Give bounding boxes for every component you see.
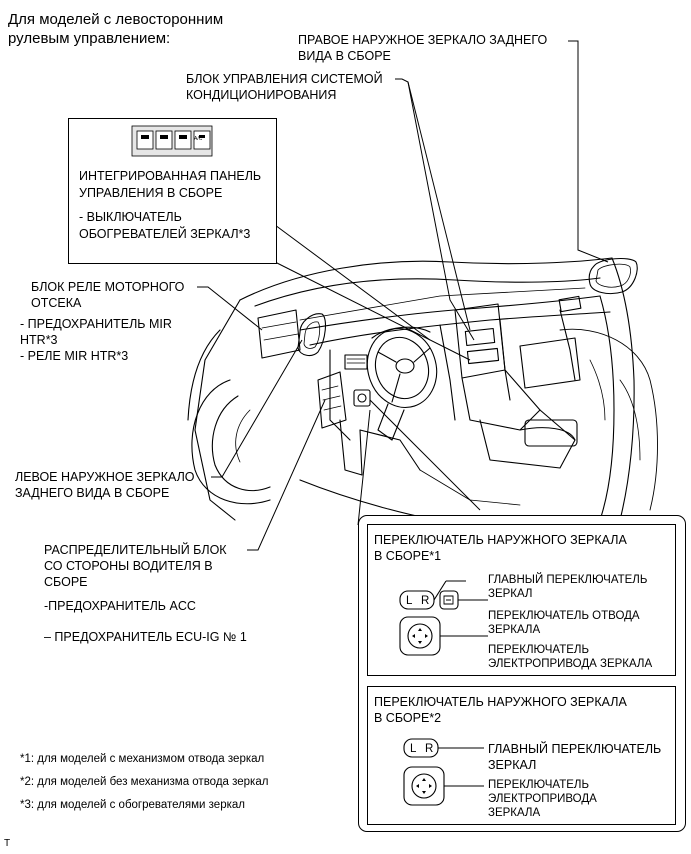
junction-label-line2: СО СТОРОНЫ ВОДИТЕЛЯ В	[44, 559, 213, 573]
junction-label-line3: СБОРЕ	[44, 575, 88, 589]
relay-relay-line: - РЕЛЕ MIR HTR*3	[20, 349, 129, 363]
left-mirror-label-line1: ЛЕВОЕ НАРУЖНОЕ ЗЕРКАЛО	[15, 470, 195, 484]
corner-mark: T	[4, 838, 11, 849]
relay-block-label-line2: ОТСЕКА	[31, 296, 82, 310]
section2-title-line1: ПЕРЕКЛЮЧАТЕЛЬ НАРУЖНОГО ЗЕРКАЛА	[374, 695, 627, 709]
section1-retract-line2: ЗЕРКАЛА	[488, 624, 541, 636]
switch-2-r-letter: R	[425, 743, 434, 755]
section2-drive-line3: ЗЕРКАЛА	[488, 807, 541, 819]
panel-label-line2: УПРАВЛЕНИЯ В СБОРЕ	[79, 186, 223, 200]
ac-control-label-line2: КОНДИЦИОНИРОВАНИЯ	[186, 88, 337, 102]
section2-main-line2: ЗЕРКАЛ	[488, 758, 537, 772]
footnote-2: *2: для моделей без механизма отвода зер…	[20, 776, 269, 788]
section2-drive-line2: ЭЛЕКТРОПРИВОДА	[488, 793, 597, 805]
switch-1-r-letter: R	[421, 595, 430, 607]
switch-2-l-letter: L	[410, 743, 417, 755]
layout-caption-line1: Для моделей с левосторонним	[8, 11, 224, 28]
section1-main-line1: ГЛАВНЫЙ ПЕРЕКЛЮЧАТЕЛЬ	[488, 574, 648, 586]
layout-caption-line2: рулевым управлением:	[8, 30, 171, 47]
mirror-switch-inset: ПЕРЕКЛЮЧАТЕЛЬ НАРУЖНОГО ЗЕРКАЛА В СБОРЕ*…	[358, 515, 686, 832]
section1-title-line2: В СБОРЕ*1	[374, 549, 442, 563]
switch-1-drawing	[399, 580, 488, 656]
ac-control-label-line1: БЛОК УПРАВЛЕНИЯ СИСТЕМОЙ	[186, 72, 383, 86]
relay-block-label-line1: БЛОК РЕЛЕ МОТОРНОГО	[31, 280, 185, 294]
panel-buttons-icon	[131, 125, 213, 157]
junction-ecu-fuse: – ПРЕДОХРАНИТЕЛЬ ECU-IG № 1	[44, 630, 247, 644]
relay-fuse-line1: - ПРЕДОХРАНИТЕЛЬ MIR	[20, 317, 172, 331]
footnote-3: *3: для моделей с обогревателями зеркал	[20, 799, 245, 811]
footnote-1: *1: для моделей с механизмом отвода зерк…	[20, 753, 265, 765]
section1-main-line2: ЗЕРКАЛ	[488, 588, 533, 600]
relay-fuse-line2: HTR*3	[20, 333, 58, 347]
right-mirror-label-line2: ВИДА В СБОРЕ	[298, 49, 391, 63]
section1-retract-line1: ПЕРЕКЛЮЧАТЕЛЬ ОТВОДА	[488, 610, 640, 622]
switch-section-1: ПЕРЕКЛЮЧАТЕЛЬ НАРУЖНОГО ЗЕРКАЛА В СБОРЕ*…	[367, 524, 676, 676]
section1-drive-line2: ЭЛЕКТРОПРИВОДА ЗЕРКАЛА	[488, 658, 653, 670]
section2-title-line2: В СБОРЕ*2	[374, 711, 442, 725]
panel-sub-line2: ОБОГРЕВАТЕЛЕЙ ЗЕРКАЛ*3	[79, 227, 251, 241]
section2-drive-line1: ПЕРЕКЛЮЧАТЕЛЬ	[488, 779, 589, 791]
switch-2-drawing	[403, 738, 484, 806]
panel-sub-line1: - ВЫКЛЮЧАТЕЛЬ	[79, 210, 182, 224]
switch-section-2: ПЕРЕКЛЮЧАТЕЛЬ НАРУЖНОГО ЗЕРКАЛА В СБОРЕ*…	[367, 686, 676, 825]
junction-label-line1: РАСПРЕДЕЛИТЕЛЬНЫЙ БЛОК	[44, 543, 227, 557]
panel-ac-text: A/C	[194, 136, 203, 142]
right-mirror-label-line1: ПРАВОЕ НАРУЖНОЕ ЗЕРКАЛО ЗАДНЕГО	[298, 33, 548, 47]
junction-acc-fuse: -ПРЕДОХРАНИТЕЛЬ ACC	[44, 599, 196, 613]
left-mirror-label-line2: ЗАДНЕГО ВИДА В СБОРЕ	[15, 486, 170, 500]
integrated-panel-callout: A/C ИНТЕГРИРОВАННАЯ ПАНЕЛЬ УПРАВЛЕНИЯ В …	[68, 118, 277, 264]
section1-drive-line1: ПЕРЕКЛЮЧАТЕЛЬ	[488, 644, 589, 656]
switch-1-l-letter: L	[406, 595, 413, 607]
panel-label-line1: ИНТЕГРИРОВАННАЯ ПАНЕЛЬ	[79, 169, 262, 183]
section1-title-line1: ПЕРЕКЛЮЧАТЕЛЬ НАРУЖНОГО ЗЕРКАЛА	[374, 533, 627, 547]
section2-main-line1: ГЛАВНЫЙ ПЕРЕКЛЮЧАТЕЛЬ	[488, 742, 662, 756]
